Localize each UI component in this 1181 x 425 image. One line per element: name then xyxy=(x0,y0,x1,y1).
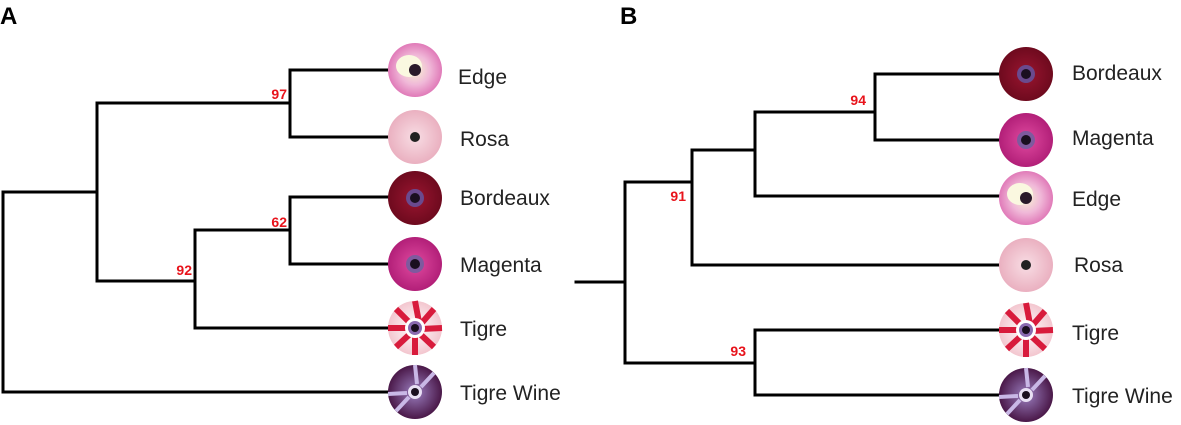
flower-tigre-icon xyxy=(388,300,443,355)
leaf-label: Tigre Wine xyxy=(1072,385,1173,408)
support-value: 93 xyxy=(730,343,746,359)
flower-rosa-icon xyxy=(999,238,1053,292)
branch xyxy=(753,328,1001,397)
leaf-label: Rosa xyxy=(1074,254,1123,277)
support-value: 94 xyxy=(850,92,866,108)
leaf-label: Edge xyxy=(458,66,507,89)
panel-label-a: A xyxy=(0,3,17,30)
branch xyxy=(753,110,1001,198)
leaf-label: Bordeaux xyxy=(460,187,550,210)
flower-edge-icon xyxy=(999,171,1053,225)
flower-tigre-icon xyxy=(999,302,1054,357)
flower-rosa-icon xyxy=(388,110,442,164)
tree-b-branches xyxy=(574,72,1001,397)
flower-edge-icon xyxy=(388,43,442,97)
branch xyxy=(574,180,757,365)
leaf-label: Rosa xyxy=(460,128,509,151)
support-value: 92 xyxy=(176,262,192,278)
flower-tigrewine-icon xyxy=(387,364,442,419)
leaf-label: Tigre xyxy=(1072,322,1119,345)
tree-panel-b: B 94 91 93 xyxy=(574,3,1173,422)
leaf-label: Edge xyxy=(1072,188,1121,211)
branch xyxy=(1,190,390,394)
branch xyxy=(193,228,390,330)
branch xyxy=(690,148,1001,267)
panel-label-b: B xyxy=(620,3,637,30)
leaf-label: Bordeaux xyxy=(1072,62,1162,85)
tree-panel-a: A 97 62 92 xyxy=(0,3,561,419)
support-value: 91 xyxy=(670,188,686,204)
flower-bordeaux-icon xyxy=(388,171,442,225)
leaf-label: Magenta xyxy=(1072,127,1154,150)
flower-tigrewine-icon xyxy=(998,367,1053,422)
leaf-label: Tigre xyxy=(460,318,507,341)
leaf-label: Magenta xyxy=(460,254,542,277)
branch xyxy=(873,72,1001,142)
branch xyxy=(288,195,390,266)
support-value: 62 xyxy=(271,214,287,230)
flower-bordeaux-icon xyxy=(999,47,1053,101)
leaf-label: Tigre Wine xyxy=(460,382,561,405)
tree-a-branches xyxy=(1,68,390,394)
flower-magenta-icon xyxy=(388,237,442,291)
flower-magenta-icon xyxy=(999,113,1053,167)
support-value: 97 xyxy=(271,86,287,102)
branch xyxy=(288,68,390,139)
